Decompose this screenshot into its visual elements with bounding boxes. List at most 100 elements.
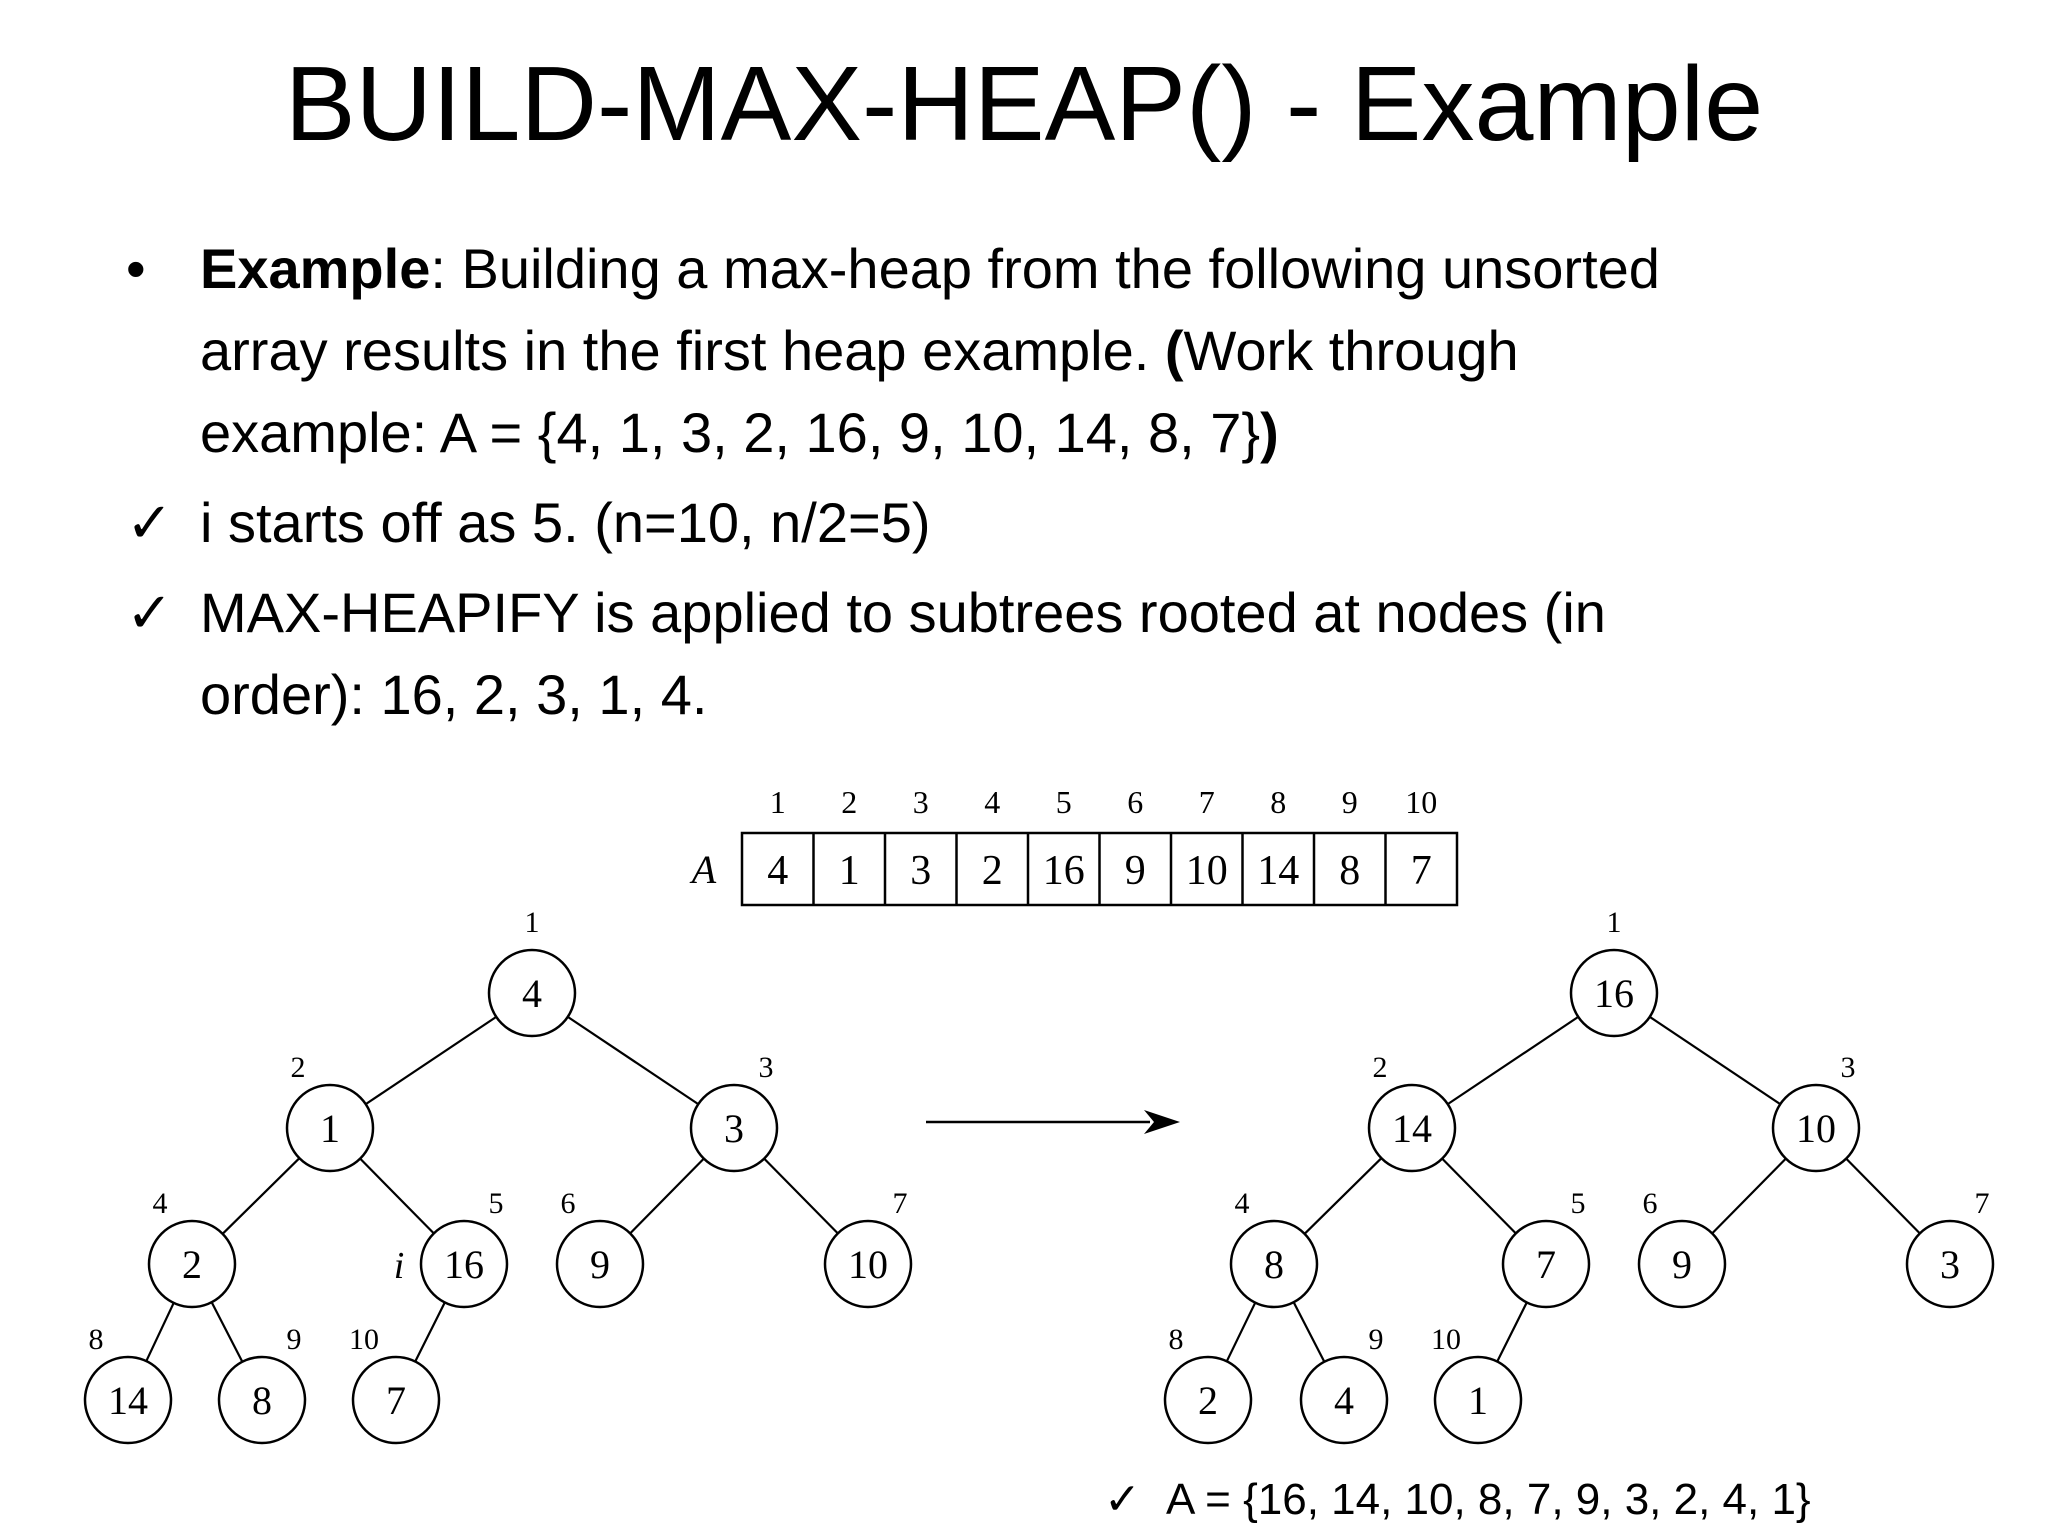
array-index: 8 [1270,784,1286,820]
tree-node-value: 8 [1264,1242,1284,1287]
tree-node-index: 5 [1571,1187,1586,1220]
result-line: ✓ A = {16, 14, 10, 8, 7, 9, 3, 2, 4, 1} [1104,1472,1811,1528]
tree-node-value: 10 [1796,1106,1836,1151]
array-index: 1 [770,784,786,820]
array-index: 4 [984,784,1000,820]
bullet-text: i starts off as 5. (n=10, n/2=5) [200,491,931,554]
check-icon: ✓ [1104,1475,1141,1524]
tree-node-value: 4 [1334,1378,1354,1423]
bullet-text: example: A = {4, 1, 3, 2, 16, 9, 10, 14,… [200,401,1261,464]
bullet-text: array results in the first heap example. [200,319,1165,382]
tree-node-index: 8 [89,1323,104,1356]
tree-node-index: 3 [759,1051,774,1084]
tree-node-index: 2 [291,1051,306,1084]
bullet-paren: ) [1260,401,1279,464]
bullet-example: • Example: Building a max-heap from the … [126,228,1926,474]
tree-edge [1225,1302,1257,1362]
tree-node-value: 14 [1392,1106,1432,1151]
bullet-marker: • [126,237,146,300]
tree-node [1637,1219,1727,1309]
tree-node-index: 9 [287,1323,302,1356]
tree-node [1163,1355,1253,1445]
tree-node-value: 2 [182,1242,202,1287]
array-index: 7 [1199,784,1215,820]
tree-node-value: 16 [1594,971,1634,1016]
array-cell: 2 [982,848,1003,894]
bullet-start-index: ✓ i starts off as 5. (n=10, n/2=5) [126,482,1926,564]
tree-node [689,1083,779,1173]
tree-node-index: 7 [1975,1187,1990,1220]
tree-edge [359,1157,435,1235]
bullet-paren: ( [1164,319,1184,382]
tree-node-index: 1 [525,906,540,939]
check-icon: ✓ [126,491,173,554]
tree-edge [1845,1157,1921,1235]
tree-node-value: 9 [1672,1242,1692,1287]
array-index: 9 [1342,784,1358,820]
tree-node-value: 3 [1940,1242,1960,1287]
tree-node [1501,1219,1591,1309]
slide-title: BUILD-MAX-HEAP() - Example [284,45,1764,163]
result-text: A = {16, 14, 10, 8, 7, 9, 3, 2, 4, 1} [1166,1475,1811,1524]
tree-edge [1303,1157,1383,1235]
tree-node [1569,948,1659,1038]
tree-edge [1441,1157,1517,1235]
tree-node [285,1083,375,1173]
tree-edge [567,1015,699,1106]
tree-node [1771,1083,1861,1173]
tree-node [555,1219,645,1309]
array-index: 5 [1056,784,1072,820]
tree-node [351,1355,441,1445]
tree-edge [1292,1301,1326,1363]
tree-edge [145,1302,175,1362]
tree-node-index: 10 [349,1323,379,1356]
bullet-text: Work through [1183,319,1519,382]
tree-node-index: 7 [893,1187,908,1220]
tree-node-index: 6 [1643,1187,1658,1220]
tree-node-index: 6 [561,1187,576,1220]
tree-edge [210,1301,244,1363]
check-icon: ✓ [126,581,173,644]
array-cell: 4 [767,848,788,894]
tree-node [487,948,577,1038]
array-cell: 9 [1125,848,1146,894]
tree-edge [1711,1157,1787,1235]
array-cell: 16 [1043,848,1085,894]
tree-edge [414,1301,446,1363]
bullet-list: • Example: Building a max-heap from the … [126,228,1926,744]
tree-node-index: 10 [1431,1323,1461,1356]
array-cell: 1 [839,848,860,894]
tree-edge [1649,1015,1781,1106]
tree-node-value: 9 [590,1242,610,1287]
tree-edge [221,1157,301,1235]
tree-node-index: 9 [1369,1323,1384,1356]
tree-node [419,1219,509,1309]
tree-node-value: 4 [522,971,542,1016]
array-cell: 7 [1411,848,1432,894]
array-index: 3 [913,784,929,820]
pointer-label: i [394,1245,405,1287]
tree-node-value: 1 [320,1106,340,1151]
tree-node-value: 14 [108,1378,148,1423]
array-cell: 14 [1257,848,1299,894]
bullet-text: MAX-HEAPIFY is applied to subtrees roote… [200,581,1606,644]
bullet-heapify-order: ✓ MAX-HEAPIFY is applied to subtrees roo… [126,572,1926,736]
tree-node-index: 8 [1169,1323,1184,1356]
tree-node [217,1355,307,1445]
array-index: 10 [1405,784,1437,820]
tree-node [823,1219,913,1309]
tree-node [147,1219,237,1309]
bullet-text: order): 16, 2, 3, 1, 4. [200,663,708,726]
array-cell: 3 [910,848,931,894]
array-index: 2 [841,784,857,820]
tree-node-value: 10 [848,1242,888,1287]
array-cell: 8 [1339,848,1360,894]
tree-edge [629,1157,705,1235]
tree-node-value: 8 [252,1378,272,1423]
tree-node-index: 2 [1373,1051,1388,1084]
tree-node [1905,1219,1995,1309]
tree-node [1367,1083,1457,1173]
